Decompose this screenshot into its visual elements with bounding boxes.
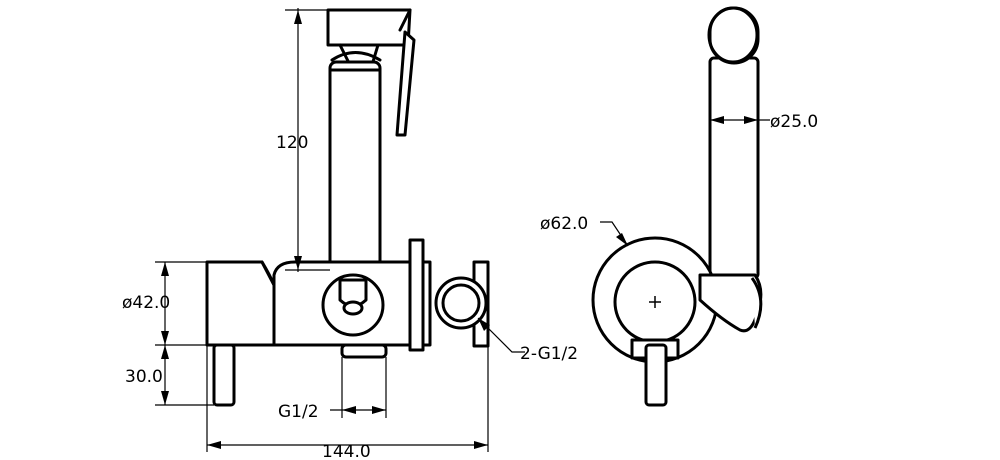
dim-width [206, 345, 489, 452]
labels: 120 ø42.0 30.0 G1/2 144.0 2-G1/2 ø62.0 ø… [122, 112, 818, 460]
hose-tube [708, 56, 760, 280]
holder-ring [321, 273, 385, 337]
front-view [205, 8, 490, 407]
side-view [591, 6, 763, 407]
label-flange-diameter: ø62.0 [540, 214, 588, 234]
center-mark [649, 296, 661, 308]
label-lever-length: 30.0 [125, 367, 163, 387]
cross-plate [408, 238, 432, 352]
label-inlet: G1/2 [278, 402, 319, 422]
dimensions [155, 8, 770, 452]
dim-flange-leader [600, 221, 629, 247]
label-outlets: 2-G1/2 [520, 344, 578, 364]
spray-head [326, 8, 412, 67]
side-lever [630, 338, 680, 407]
side-outlet [434, 260, 490, 348]
hand-shower-tube [328, 60, 382, 280]
dim-outlets-leader [477, 317, 525, 353]
label-body-diameter: ø42.0 [122, 293, 170, 313]
label-hose-diameter: ø25.0 [770, 112, 818, 132]
hose-head [707, 6, 760, 65]
dim-lever-length [155, 345, 214, 406]
inlet-nut [340, 343, 388, 359]
dim-height-120 [285, 8, 330, 272]
trigger-lever [395, 30, 416, 137]
dim-hose-diameter [710, 116, 770, 124]
hose-clip [698, 273, 763, 333]
label-width: 144.0 [322, 442, 371, 460]
dim-inlet [330, 357, 387, 418]
lever-handle [212, 343, 236, 407]
label-height-120: 120 [276, 133, 308, 153]
